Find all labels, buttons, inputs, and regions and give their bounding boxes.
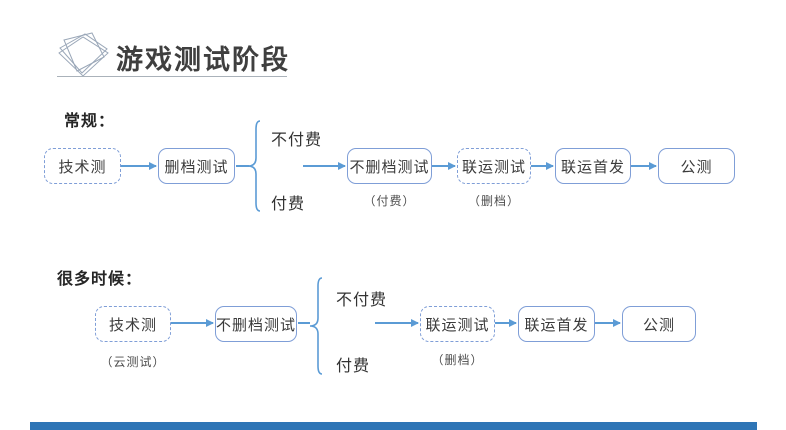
flow-node-bushandang: 不删档测试	[347, 148, 432, 184]
branch-label-bottom: 付费	[271, 196, 306, 213]
flow-node-lianyunceshi: 联运测试	[420, 306, 495, 342]
diamond-gem-icon	[58, 32, 109, 77]
branch-brace	[309, 277, 323, 375]
node-caption: （删档）	[467, 194, 520, 208]
flow-arrow	[121, 162, 157, 170]
title-underline	[57, 76, 287, 77]
branch-label-bottom: 付费	[336, 358, 371, 375]
flow-arrow	[531, 162, 554, 170]
branch-brace	[247, 120, 261, 212]
flow-node-jishuce: 技术测	[95, 306, 171, 342]
flow-arrow	[303, 162, 346, 170]
flow-arrow	[375, 319, 419, 327]
flow-arrow	[171, 319, 214, 327]
node-caption: （删档）	[431, 353, 484, 367]
flow-arrow	[631, 162, 657, 170]
connector-line	[298, 322, 310, 324]
flow-node-shandang: 删档测试	[158, 148, 235, 184]
connector-line	[236, 165, 249, 167]
page-title: 游戏测试阶段	[116, 45, 290, 75]
row1-label: 常规：	[64, 113, 116, 130]
node-caption: （云测试）	[100, 355, 166, 369]
row2-label: 很多时候：	[57, 271, 143, 288]
footer-accent-bar	[30, 422, 757, 430]
flow-arrow	[432, 162, 456, 170]
branch-label-top: 不付费	[271, 132, 323, 149]
node-caption: （付费）	[363, 194, 416, 208]
flow-node-gongce: 公测	[658, 148, 735, 184]
flow-node-lianyunceshi: 联运测试	[457, 148, 531, 184]
flow-node-bushandang: 不删档测试	[215, 306, 297, 342]
flow-arrow	[595, 319, 621, 327]
branch-label-top: 不付费	[336, 292, 388, 309]
flow-node-lianyunshoufa: 联运首发	[555, 148, 631, 184]
flow-node-lianyunshoufa: 联运首发	[518, 306, 595, 342]
flow-arrow	[495, 319, 517, 327]
flow-node-gongce: 公测	[622, 306, 696, 342]
flow-node-jishuce: 技术测	[44, 148, 121, 184]
